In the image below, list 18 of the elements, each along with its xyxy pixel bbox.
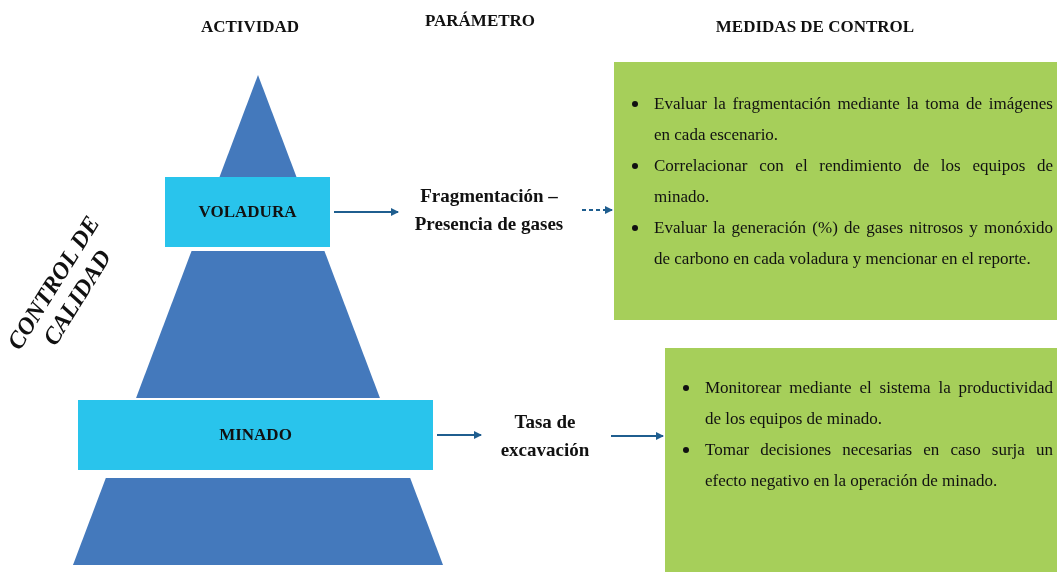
control-measures-box [665, 348, 1057, 572]
parameter-text: Fragmentación – Presencia de gases [400, 182, 578, 238]
column-header: MEDIDAS DE CONTROL [714, 16, 916, 38]
bullet-text: Correlacionar con el rendimiento de los equipos de minado. [654, 155, 1053, 208]
arrow [333, 208, 399, 216]
bullet-text: Evaluar la generación (%) de gases nitrosos y monóxido de carbono en cada voladura y mencionar en el reporte. [654, 217, 1053, 270]
activity-box: MINADO [78, 400, 433, 470]
arrow [610, 432, 664, 440]
arrow [436, 431, 482, 439]
bullet-text: Tomar decisiones necesarias en caso surja un efecto negativo en la operación de minado. [705, 439, 1053, 492]
control-measures-box [614, 62, 1057, 320]
parameter-text: Tasa de excavación [483, 408, 607, 464]
column-header: ACTIVIDAD [199, 16, 301, 38]
activity-box: VOLADURA [165, 177, 330, 247]
bullet-text: Evaluar la fragmentación mediante la toma de imágenes en cada escenario. [654, 93, 1053, 146]
arrow [581, 206, 613, 214]
bullet-text: Monitorear mediante el sistema la productividad de los equipos de minado. [705, 377, 1053, 430]
column-header: PARÁMETRO [423, 10, 537, 32]
